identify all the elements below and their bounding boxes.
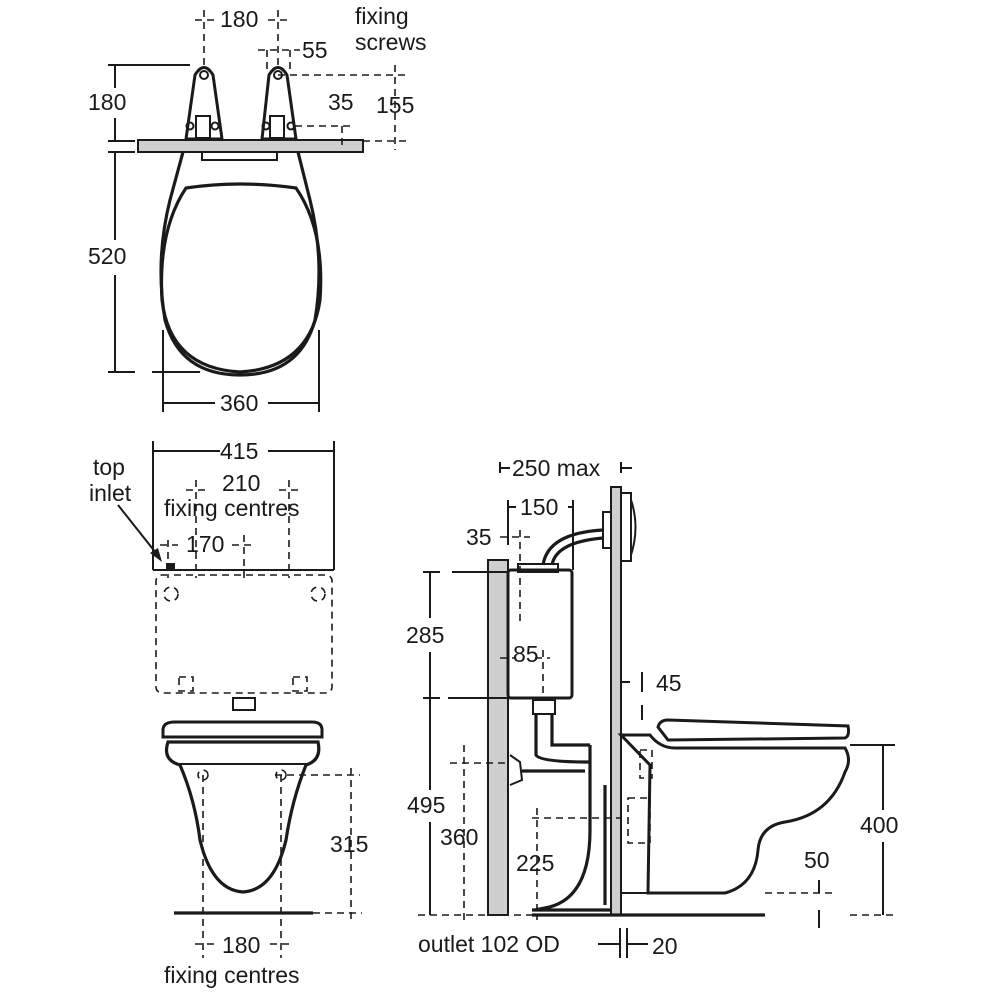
frame-panel (610, 486, 622, 916)
pan-side (617, 733, 850, 895)
seat-front (161, 720, 324, 739)
dim-depth-35: 35 (328, 89, 354, 115)
dim-outlet-offset: 85 (513, 641, 539, 667)
label-fixing-screws-1: fixing (355, 3, 409, 29)
dim-floor-gap: 50 (804, 847, 830, 873)
dim-pan-fixing-centres: 180 (222, 932, 260, 958)
dim-width: 360 (220, 390, 258, 416)
seat-side (656, 718, 851, 742)
dim-fixing-height: 360 (440, 824, 478, 850)
dim-outlet-height: 225 (516, 850, 554, 876)
side-view: 250 max 150 35 285 85 45 495 360 225 400… (406, 455, 898, 959)
label-top-inlet-2: inlet (89, 480, 132, 506)
dim-fixing-centres-top: 210 (222, 470, 260, 496)
dim-cistern-height: 285 (406, 622, 444, 648)
label-outlet-od: outlet 102 OD (418, 931, 560, 957)
dim-inlet-offset: 170 (186, 531, 224, 557)
label-fixing-screws-2: screws (355, 29, 427, 55)
front-view: 415 210 fixing centres top inlet 170 315… (89, 438, 368, 988)
cistern-hidden (155, 574, 333, 694)
dim-hinge-depth: 180 (88, 89, 126, 115)
dim-wall-offset: 35 (466, 524, 492, 550)
dim-hinge-spacing: 180 (220, 6, 258, 32)
dim-pan-fixing-height: 315 (330, 831, 368, 857)
dim-cistern-width: 415 (220, 438, 258, 464)
dim-pan-height: 400 (860, 812, 898, 838)
dim-panel-thickness: 20 (652, 933, 678, 959)
label-top-inlet-1: top (93, 454, 125, 480)
dim-frame-height: 495 (407, 792, 445, 818)
label-fixing-centres-top: fixing centres (164, 495, 300, 521)
plan-view: 180 fixing screws 55 180 35 155 520 360 (88, 3, 427, 416)
cistern-side (506, 568, 574, 700)
dim-depth-155: 155 (376, 92, 414, 118)
dim-length: 520 (88, 243, 126, 269)
label-pan-fixing-centres: fixing centres (164, 962, 300, 988)
back-wall (487, 559, 509, 916)
dim-cistern-depth: 150 (520, 494, 558, 520)
dim-gap-45: 45 (656, 670, 682, 696)
dim-screw-offset: 55 (302, 37, 328, 63)
seat-outline (159, 182, 323, 374)
wall-plate (137, 139, 364, 153)
dim-frame-depth: 250 max (512, 455, 601, 481)
